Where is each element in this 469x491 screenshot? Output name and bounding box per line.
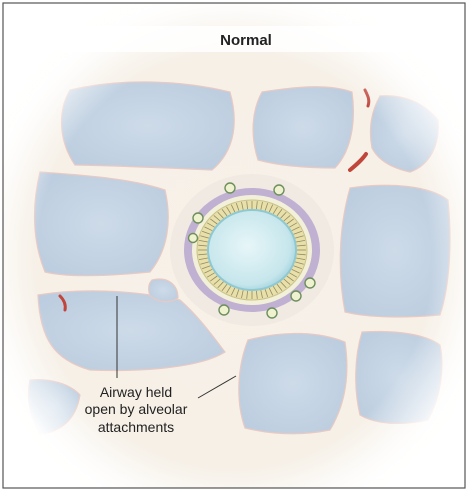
caption-line-3: attachments bbox=[98, 419, 174, 435]
caption-line-1: Airway held bbox=[100, 384, 172, 400]
edge-fade bbox=[4, 4, 464, 487]
figure-title: Normal bbox=[220, 32, 272, 49]
caption-line-2: open by alveolar bbox=[85, 401, 188, 417]
